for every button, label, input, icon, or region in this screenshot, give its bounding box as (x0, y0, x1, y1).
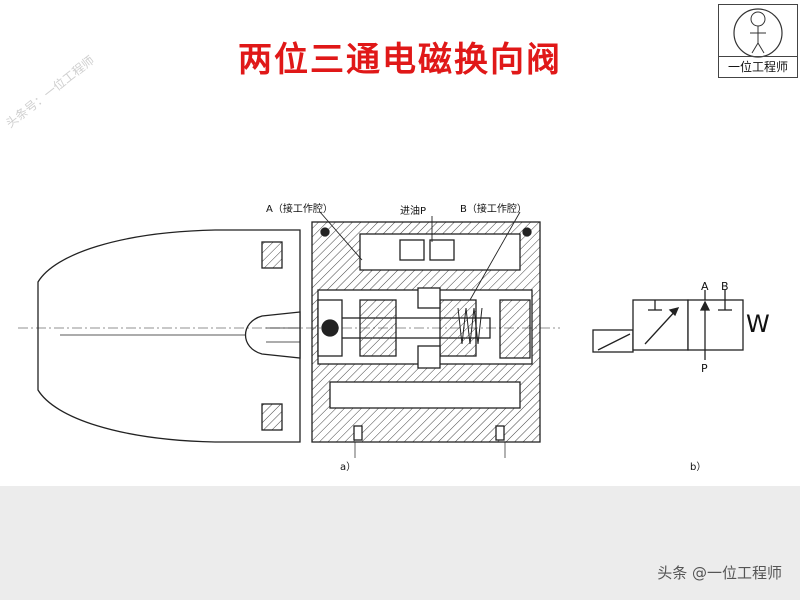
person-sketch-icon (733, 8, 783, 58)
page-title: 两位三通电磁换向阀 (238, 40, 562, 80)
logo: 一位工程师 (718, 4, 798, 78)
label-port-b: B（接工作腔） (460, 204, 527, 215)
logo-text: 一位工程师 (719, 56, 797, 75)
symbol-port-a: A (701, 280, 709, 293)
symbol-spring: W (746, 310, 770, 338)
source-tag: 头条 @一位工程师 (657, 564, 782, 582)
label-fig-a: a） (340, 462, 357, 473)
valve-diagram: A（接工作腔） 进油P B（接工作腔） a） b） A B P W (0, 150, 800, 480)
valve-drawing (18, 211, 744, 458)
footer-band (0, 486, 800, 600)
label-inlet-p: 进油P (400, 206, 427, 217)
label-port-a: A（接工作腔） (266, 204, 333, 215)
symbol-port-p: P (701, 362, 708, 375)
label-fig-b: b） (690, 462, 707, 473)
symbol-port-b: B (721, 280, 729, 293)
